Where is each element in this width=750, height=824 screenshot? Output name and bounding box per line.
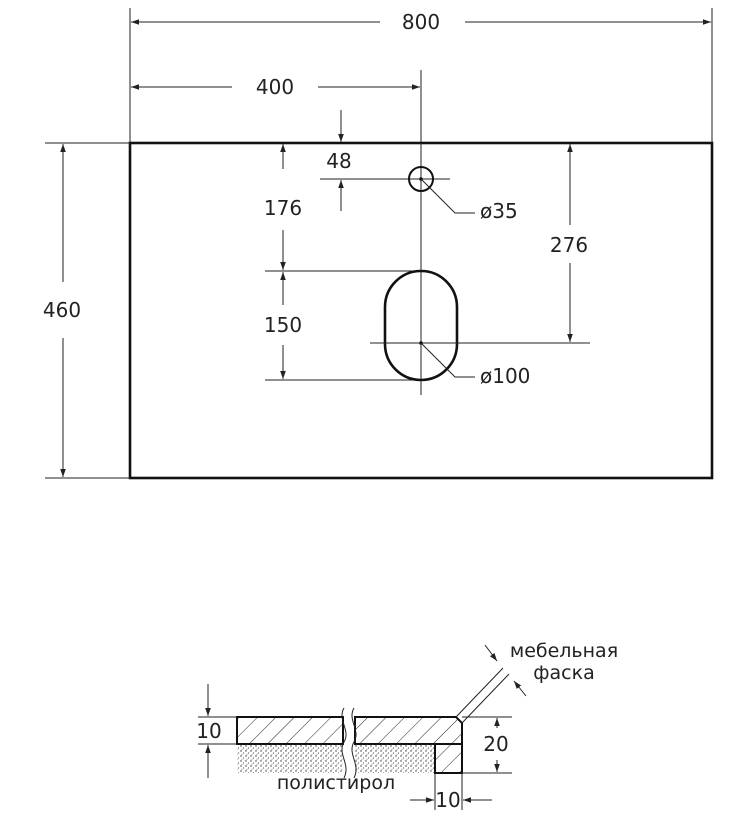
break-line-right <box>351 707 357 779</box>
dimension-basin-height: 150 <box>264 272 302 379</box>
top-layer-label: 10 <box>196 719 221 743</box>
basin-diameter-label: ø100 <box>480 364 530 388</box>
top-layer-right <box>354 716 463 745</box>
top-layer-left <box>236 716 344 745</box>
polystyrene-core-left <box>237 744 343 773</box>
break-line-left <box>341 707 347 779</box>
basin-height-label: 150 <box>264 313 302 337</box>
top-view: 800 400 460 48 ø35 <box>43 8 714 480</box>
tap-hole <box>408 166 434 192</box>
dimension-width: 800 <box>131 10 711 34</box>
edge-depth-label: 10 <box>435 788 460 812</box>
basin-cutout <box>383 269 459 382</box>
section-view: 10 20 10 мебельная фаска поли <box>196 640 618 812</box>
dimension-tap-to-basin: 176 <box>264 144 302 270</box>
front-edge <box>434 743 463 774</box>
height-label: 460 <box>43 298 81 322</box>
tap-leader <box>420 178 475 214</box>
tap-to-basin-label: 176 <box>264 196 302 220</box>
width-label: 800 <box>402 10 440 34</box>
dimension-edge-height: 20 <box>462 716 512 774</box>
polystyrene-core-right <box>355 744 435 773</box>
chamfer-callout: мебельная фаска <box>455 640 618 724</box>
dimension-top-layer: 10 <box>196 684 237 778</box>
basin-center-label: 276 <box>550 233 588 257</box>
dimension-edge-depth: 10 <box>410 773 492 812</box>
dimension-half-width: 400 <box>131 75 420 99</box>
chamfer-label-line1: мебельная <box>510 640 618 662</box>
edge-height-label: 20 <box>483 732 508 756</box>
chamfer-label-line2: фаска <box>533 662 594 684</box>
dimension-height: 460 <box>43 142 130 479</box>
core-label: полистирол <box>277 772 395 794</box>
dimension-basin-center: 276 <box>550 144 588 342</box>
tap-diameter-label: ø35 <box>480 199 518 223</box>
basin-leader <box>420 342 475 378</box>
half-width-label: 400 <box>256 75 294 99</box>
dimension-tap-offset: 48 <box>320 110 450 211</box>
tap-offset-label: 48 <box>326 149 351 173</box>
